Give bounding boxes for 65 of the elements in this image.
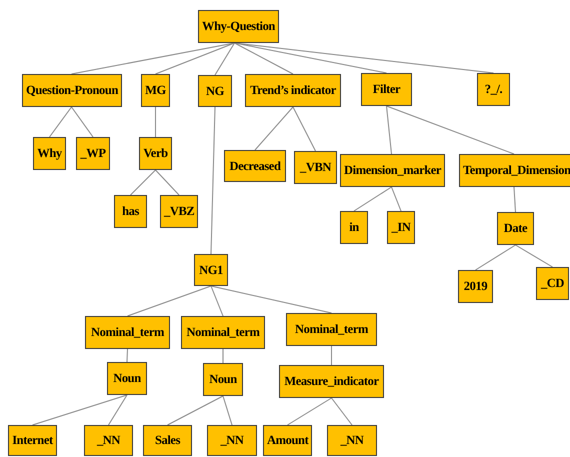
tree-node-box: Noun <box>107 362 147 395</box>
tree-node-box: Date <box>497 212 534 245</box>
connector-line <box>155 42 235 74</box>
tree-node-box: has <box>114 195 147 228</box>
connector-line <box>155 106 156 138</box>
connector-line <box>386 106 392 154</box>
tree-node-box: _VBN <box>294 151 337 184</box>
tree-node-box: NG <box>198 75 232 107</box>
tree-node-box: _NN <box>207 425 257 456</box>
connector-line <box>386 106 514 154</box>
tree-node-box: Why-Question <box>198 10 279 43</box>
connector-line <box>71 42 235 74</box>
connector-line <box>210 106 216 254</box>
connector-line <box>391 186 402 212</box>
connector-line <box>155 170 180 196</box>
tree-node-box: Nominal_term <box>286 313 377 346</box>
tree-node-box: _CD <box>536 267 569 300</box>
connector-line <box>514 186 516 212</box>
connector-line <box>254 106 294 150</box>
connector-line <box>331 398 352 426</box>
tree-node-box: Decreased <box>224 150 286 182</box>
connector-line <box>222 348 224 364</box>
tree-node-box: _NN <box>84 425 133 456</box>
connector-line <box>234 42 387 74</box>
connector-line <box>210 286 224 316</box>
connector-line <box>71 106 94 138</box>
connector-line <box>126 348 128 362</box>
connector-line <box>49 106 72 138</box>
tree-node-box: 2019 <box>458 270 493 303</box>
connector-line <box>210 286 332 314</box>
tree-node-box: Dimension_marker <box>340 154 446 187</box>
connector-line <box>32 394 128 426</box>
tree-node-box: Trend’s indicator <box>245 74 341 107</box>
tree-node-box: _VBZ <box>160 195 198 228</box>
tree-node-box: Nominal_term <box>181 316 265 349</box>
tree-node-box: Sales <box>143 425 192 456</box>
tree-node-box: Verb <box>139 137 172 170</box>
tree-node-box: ?_/. <box>477 73 510 106</box>
tree-node-box: Noun <box>203 363 243 396</box>
connector-line <box>130 170 156 196</box>
tree-node-box: NG1 <box>194 254 228 286</box>
tree-node-box: MG <box>141 74 170 107</box>
tree-node-box: Filter <box>361 73 412 106</box>
tree-node-box: Amount <box>263 425 312 456</box>
tree-node-box: Measure_indicator <box>279 365 384 398</box>
connector-line <box>234 42 294 74</box>
tree-node-box: Internet <box>8 425 57 456</box>
connector-line <box>214 42 235 76</box>
connector-line <box>287 398 332 426</box>
tree-node-box: Question-Pronoun <box>22 74 122 107</box>
tree-node-box: _NN <box>327 425 377 456</box>
connector-line <box>108 394 128 426</box>
tree-node-box: _IN <box>387 211 415 244</box>
connector-line <box>167 396 224 426</box>
tree-node-box: Why <box>33 137 66 170</box>
tree-node-box: _WP <box>76 137 110 170</box>
connector-line <box>331 346 332 366</box>
tree-node-box: in <box>340 211 368 244</box>
connector-line <box>515 244 553 268</box>
connector-line <box>475 244 516 270</box>
tree-node-box: Nominal_term <box>85 316 170 349</box>
connector-line <box>354 186 392 212</box>
connector-line <box>222 396 232 426</box>
connector-line <box>127 286 212 316</box>
connector-line <box>292 106 316 152</box>
